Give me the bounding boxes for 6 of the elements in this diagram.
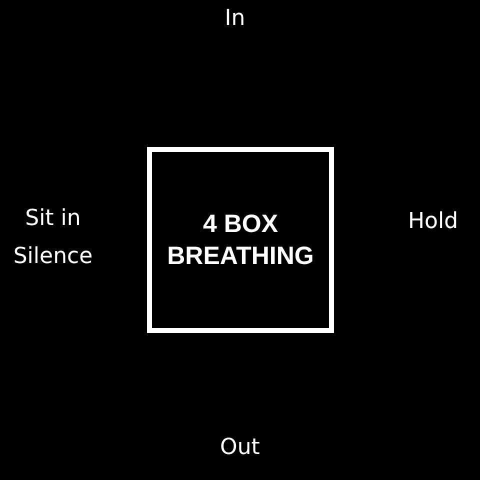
phase-label: Out (219, 434, 261, 462)
square-frame (147, 147, 334, 333)
phase-label: In (224, 5, 246, 33)
phase-label: Hold (406, 208, 460, 236)
heading-text: 4 BOX BREATHING (166, 209, 315, 272)
phase-label: Sit in Silence (12, 205, 94, 271)
